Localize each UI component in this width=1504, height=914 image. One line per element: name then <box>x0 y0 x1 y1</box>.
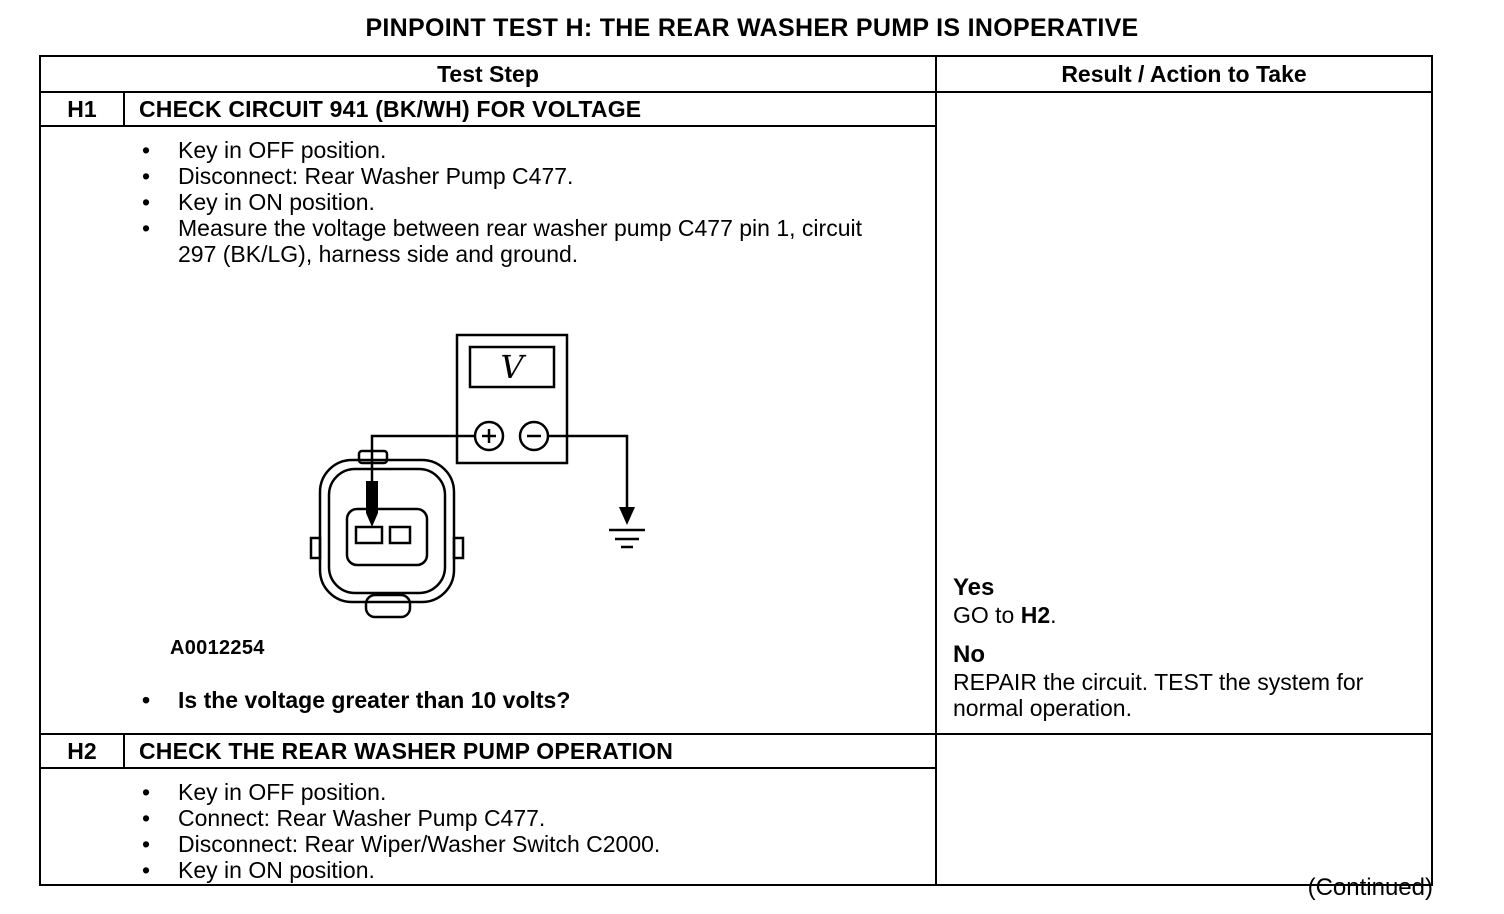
yes-label: Yes <box>953 574 995 601</box>
h1-question: Is the voltage greater than 10 volts? <box>41 686 935 714</box>
positive-test-lead <box>366 434 475 527</box>
page-title: PINPOINT TEST H: THE REAR WASHER PUMP IS… <box>365 14 1139 42</box>
list-item: Disconnect: Rear Wiper/Washer Switch C20… <box>41 831 935 857</box>
voltmeter: V <box>455 333 569 465</box>
no-label: No <box>953 641 985 668</box>
h2-result-cell <box>937 735 1431 884</box>
voltmeter-label: V <box>500 348 526 386</box>
yes-action: GO to H2. <box>953 602 1057 628</box>
list-item: Key in OFF position. <box>41 137 935 163</box>
list-item: Key in OFF position. <box>41 779 935 805</box>
h1-step-body: Key in OFF position. Disconnect: Rear Wa… <box>41 137 935 733</box>
list-item: Measure the voltage between rear washer … <box>41 215 935 267</box>
h1-step-id: H1 <box>41 93 125 125</box>
list-item: Connect: Rear Washer Pump C477. <box>41 805 935 831</box>
pinpoint-test-table: Test Step Result / Action to Take H1 CHE… <box>39 55 1433 886</box>
table-header-row: Test Step Result / Action to Take <box>41 57 1431 93</box>
h1-step-header: H1 CHECK CIRCUIT 941 (BK/WH) FOR VOLTAGE <box>41 93 935 127</box>
yes-action-target-step: H2 <box>1020 602 1051 628</box>
list-item: Key in ON position. <box>41 857 935 883</box>
figure-reference-label: A0012254 <box>170 637 265 659</box>
h2-step-id: H2 <box>41 735 125 767</box>
spacer <box>953 628 1417 641</box>
positive-terminal <box>473 420 505 452</box>
negative-terminal <box>518 420 550 452</box>
negative-test-lead <box>548 434 635 525</box>
column-header-test-step: Test Step <box>41 57 937 91</box>
list-item: Disconnect: Rear Washer Pump C477. <box>41 163 935 189</box>
h1-step-title: CHECK CIRCUIT 941 (BK/WH) FOR VOLTAGE <box>139 95 642 122</box>
h1-instruction-list: Key in OFF position. Disconnect: Rear Wa… <box>41 137 935 267</box>
connector-drawing <box>309 449 465 619</box>
no-action: REPAIR the circuit. TEST the system for … <box>953 669 1364 721</box>
test-step-h1-section: H1 CHECK CIRCUIT 941 (BK/WH) FOR VOLTAGE… <box>41 93 1431 733</box>
list-item: Key in ON position. <box>41 189 935 215</box>
h1-test-step-cell: H1 CHECK CIRCUIT 941 (BK/WH) FOR VOLTAGE… <box>41 93 937 733</box>
ground-symbol <box>609 528 645 549</box>
h2-instruction-list: Key in OFF position. Connect: Rear Washe… <box>41 779 935 883</box>
h2-test-step-cell: H2 CHECK THE REAR WASHER PUMP OPERATION … <box>41 735 937 884</box>
h2-step-body: Key in OFF position. Connect: Rear Washe… <box>41 779 935 884</box>
h1-result-cell: Yes GO to H2. No REPAIR the circuit. TES… <box>937 93 1431 733</box>
continued-note: (Continued) <box>1307 874 1433 901</box>
test-step-h2-section: H2 CHECK THE REAR WASHER PUMP OPERATION … <box>41 733 1431 884</box>
column-header-result-action: Result / Action to Take <box>1061 60 1307 87</box>
voltmeter-connector-diagram: V <box>309 333 645 619</box>
h2-step-title: CHECK THE REAR WASHER PUMP OPERATION <box>139 737 674 764</box>
h2-step-header: H2 CHECK THE REAR WASHER PUMP OPERATION <box>41 735 935 769</box>
